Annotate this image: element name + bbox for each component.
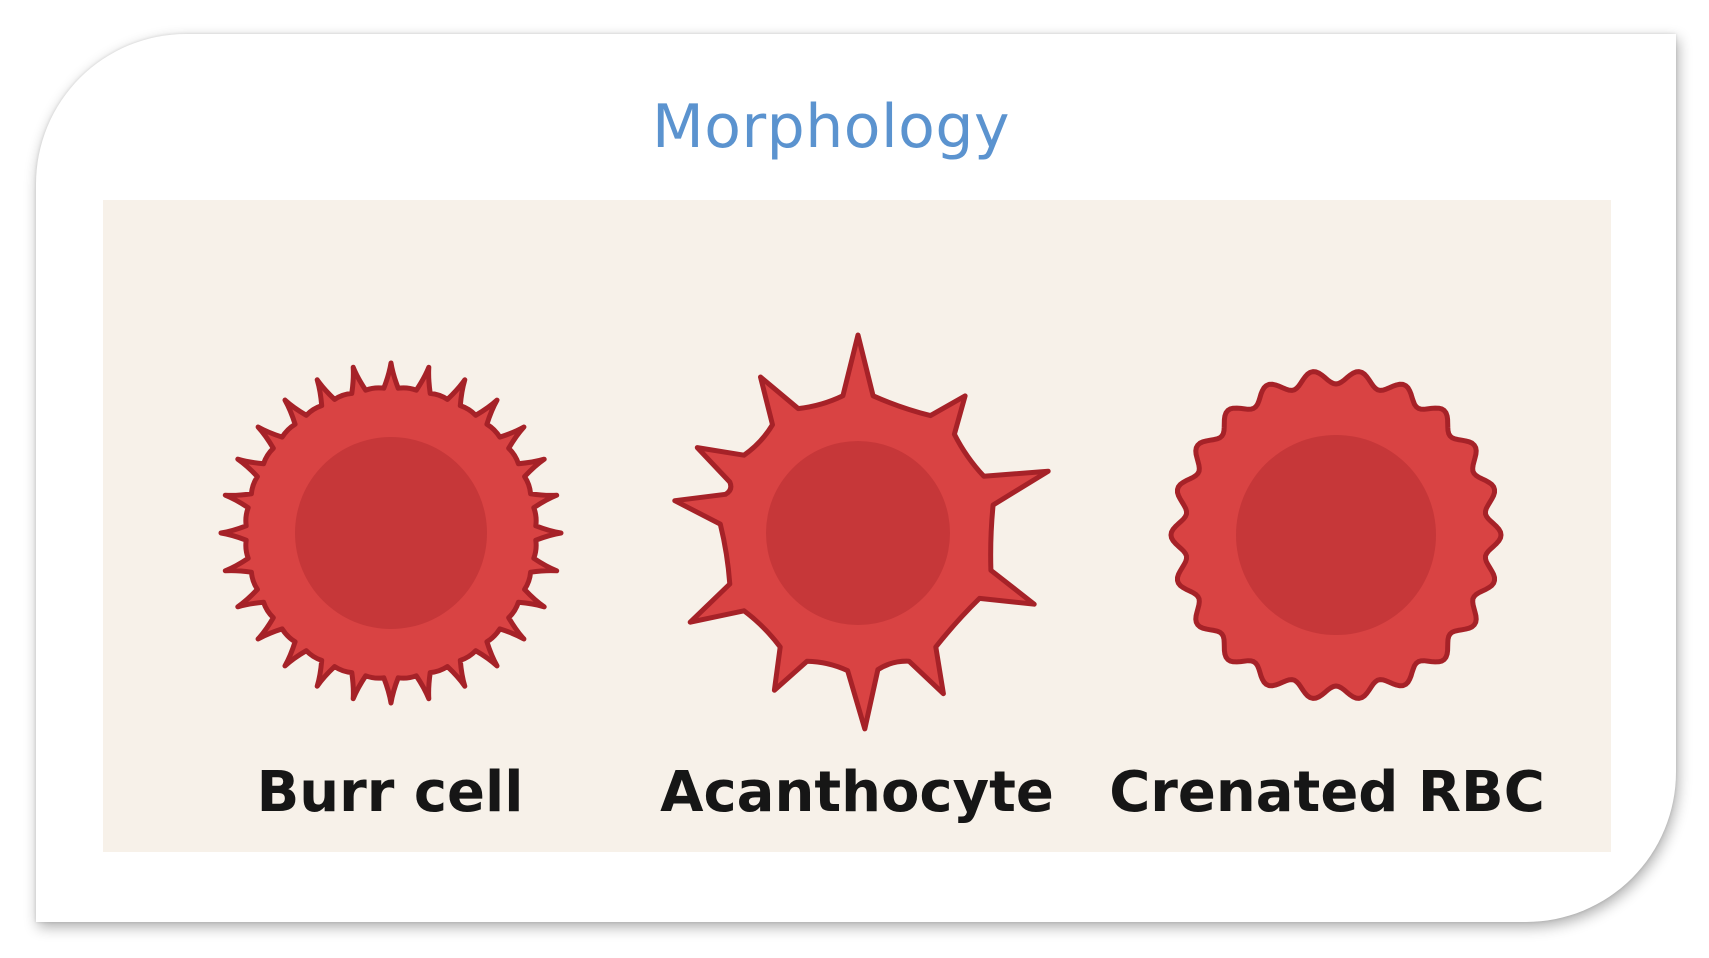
crenated-rbc-central-pallor <box>1236 435 1436 635</box>
burr-cell-central-pallor <box>295 437 487 629</box>
acanthocyte-label: Acanthocyte <box>660 760 1054 825</box>
slide-title: Morphology <box>652 92 1010 162</box>
crenated-rbc-drawing <box>1168 369 1504 701</box>
acanthocyte-central-pallor <box>766 441 950 625</box>
acanthocyte-drawing <box>672 332 1051 732</box>
burr-cell-drawing <box>218 360 564 706</box>
crenated-rbc-label: Crenated RBC <box>1109 760 1545 825</box>
burr-cell-label: Burr cell <box>256 760 524 825</box>
